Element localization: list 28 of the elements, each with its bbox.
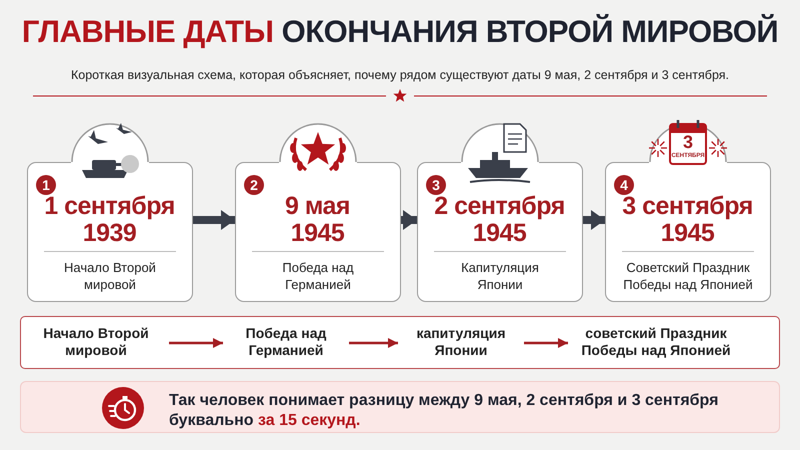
event-text: Советский Праздник Победы над Японией xyxy=(622,259,754,293)
arrow xyxy=(401,210,417,230)
note-text: Так человек понимает разницу между 9 мая, 2 сентября и 3 сентября буквально за 15 секунд. xyxy=(169,391,720,431)
summary-band xyxy=(20,316,780,369)
flow-text: Победа над Германией xyxy=(231,325,341,361)
number-badge: 4 xyxy=(614,175,634,195)
date-text: 9 мая 1945 xyxy=(284,193,351,247)
arrow xyxy=(583,210,605,230)
number-badge: 1 xyxy=(36,175,56,195)
number-badge: 2 xyxy=(244,175,264,195)
date-text: 3 сентября 1945 xyxy=(621,193,754,247)
arrow xyxy=(193,210,235,230)
title: ГЛАВНЫЕ ДАТЫ ОКОНЧАНИЯ ВТОРОЙ МИРОВОЙ xyxy=(20,14,780,50)
date-text: 2 сентября 1945 xyxy=(433,193,566,247)
number-badge: 3 xyxy=(426,175,446,195)
flow-text: советский Праздник Победы над Японией xyxy=(576,325,736,361)
arrow xyxy=(169,338,223,348)
calendar-day: 3 xyxy=(670,132,706,152)
arrow xyxy=(349,338,398,348)
event-text: Победа над Германией xyxy=(281,259,355,293)
event-text: Капитуляция Японии xyxy=(460,259,540,293)
arrow xyxy=(524,338,568,348)
note-panel xyxy=(20,381,780,433)
flow-text: Начало Второй мировой xyxy=(31,325,161,361)
flow-text: капитуляция Японии xyxy=(406,325,516,361)
date-text: 1 сентября 1939 xyxy=(43,193,176,247)
subtitle: Короткая визуальная схема, которая объясняет, почему рядом существуют даты 9 мая, 2 сентября и 3 сентября. xyxy=(70,68,730,82)
event-text: Начало Второй мировой xyxy=(63,259,157,293)
